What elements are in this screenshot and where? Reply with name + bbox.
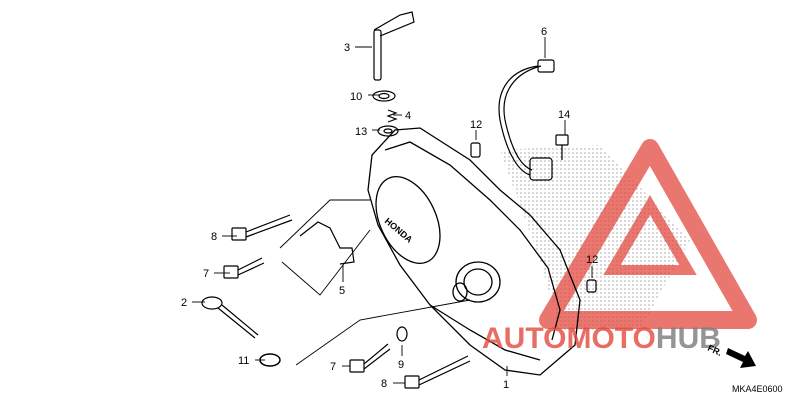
callout-14: 14 bbox=[558, 109, 570, 121]
arrow-icon bbox=[726, 348, 756, 368]
part-4-spring bbox=[386, 109, 398, 123]
part-8-bolt-a bbox=[231, 214, 293, 241]
watermark-part2: MOTO bbox=[566, 322, 655, 355]
callout-9: 9 bbox=[398, 359, 404, 371]
callout-12a: 12 bbox=[470, 119, 482, 131]
svg-text:AUTOMOTOHUB: AUTOMOTOHUB bbox=[482, 322, 721, 355]
callout-11: 11 bbox=[238, 355, 249, 367]
callout-13: 13 bbox=[355, 126, 367, 138]
front-direction-arrow: FR. bbox=[706, 343, 756, 368]
diagram-code: MKA4E0600 bbox=[732, 384, 783, 394]
part-3-shaft bbox=[373, 11, 415, 81]
part-7-bolt-b bbox=[349, 343, 391, 373]
part-12-dowel-pin-a bbox=[470, 142, 481, 158]
part-6-sensor bbox=[498, 59, 555, 181]
leader-lines bbox=[192, 37, 593, 384]
callout-1: 1 bbox=[503, 379, 509, 391]
part-8-bolt-b bbox=[404, 355, 471, 389]
watermark-part3: HUB bbox=[656, 322, 721, 355]
callout-12b: 12 bbox=[586, 254, 598, 266]
part-2-filler-cap bbox=[201, 296, 259, 339]
part-7-bolt-a bbox=[223, 257, 265, 279]
callout-3: 3 bbox=[344, 42, 350, 54]
callout-10: 10 bbox=[350, 91, 362, 103]
part-12-dowel-pin-b bbox=[586, 279, 597, 293]
callout-8a: 8 bbox=[211, 231, 217, 243]
watermark-logo bbox=[539, 139, 757, 329]
callout-4: 4 bbox=[405, 110, 411, 122]
direction-label: FR. bbox=[706, 343, 723, 358]
watermark-part1: AUTO bbox=[482, 322, 566, 355]
callout-7b: 7 bbox=[330, 361, 336, 373]
callout-labels: 3 10 4 13 6 12 14 8 7 5 12 2 11 7 9 8 1 bbox=[181, 26, 598, 391]
callout-8b: 8 bbox=[381, 378, 387, 390]
part-9-washer bbox=[396, 326, 408, 342]
crankcase-cover bbox=[367, 127, 581, 376]
callout-2: 2 bbox=[181, 297, 187, 309]
callout-5: 5 bbox=[339, 285, 345, 297]
part-11-o-ring bbox=[259, 353, 281, 367]
part-13-washer bbox=[377, 125, 399, 137]
callout-6: 6 bbox=[541, 26, 547, 38]
part-14-bolt bbox=[555, 134, 569, 160]
callout-7a: 7 bbox=[203, 268, 209, 280]
part-10-seal bbox=[372, 90, 396, 102]
watermark-text: AUTOMOTOHUB bbox=[482, 322, 721, 355]
part-5-bracket bbox=[299, 221, 355, 265]
